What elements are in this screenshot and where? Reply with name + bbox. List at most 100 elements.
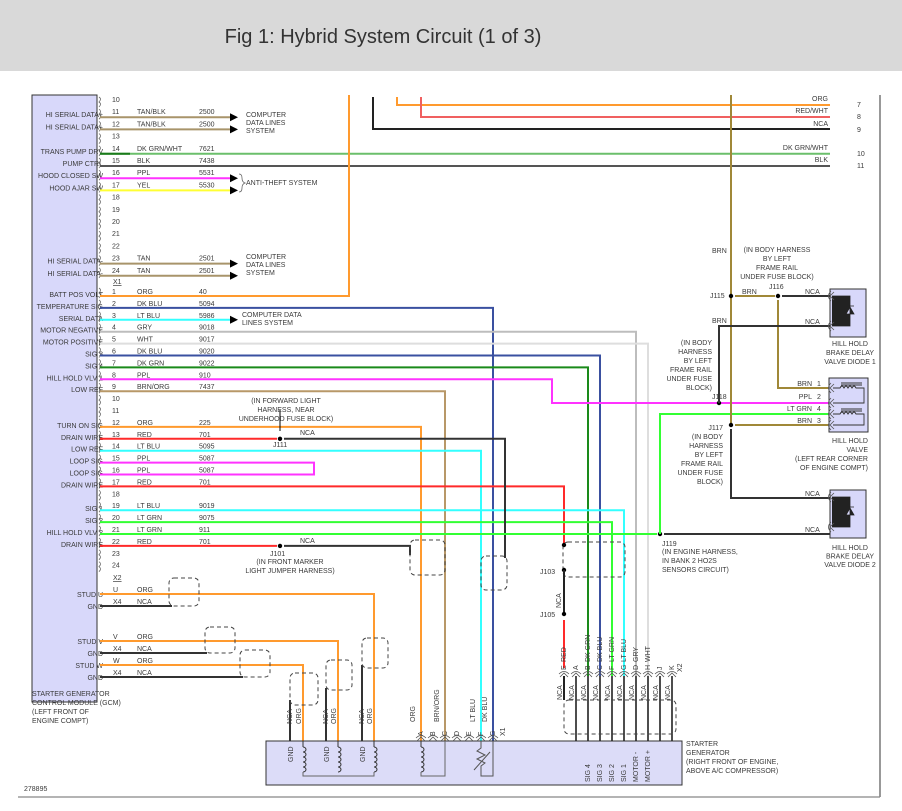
pin-letter: F [478, 732, 485, 736]
circuit-number: 5087 [199, 456, 215, 463]
wire-color-label: TAN [137, 256, 150, 263]
pin-label: SIG 2 [85, 518, 103, 525]
wire-color-label: RED [561, 647, 568, 662]
circuit-number: 9018 [199, 325, 215, 332]
pin-letter: K [669, 665, 676, 670]
pin-label: HOOD CLOSED SW [38, 173, 103, 180]
wire-color-label: ORG [137, 289, 153, 296]
pin-label: HI SERIAL DATA+ [46, 112, 103, 119]
circuit-number: 5094 [199, 301, 215, 308]
connector-label: X2 [677, 663, 684, 672]
pin-number: 18 [112, 491, 120, 498]
terminal-label: MOTOR + [645, 750, 652, 782]
shield-icon [239, 649, 271, 678]
component-label: HILL HOLD [832, 545, 868, 552]
wire [284, 544, 411, 555]
pin-number: 13 [112, 432, 120, 439]
wire-color-label: RED [137, 539, 152, 546]
wire-color-label: ORG [137, 658, 153, 665]
wire-color-label: ORG [410, 706, 417, 722]
splice-label: J118 [712, 394, 727, 401]
splice-note: SENSORS CIRCUIT) [662, 567, 729, 574]
wire-pin-19 [100, 509, 625, 676]
pin-number: 10 [112, 396, 120, 403]
pin-label: LOOP SIG [70, 459, 103, 466]
terminal-label: GND [324, 746, 331, 762]
splice-note: (IN BODY HARNESS [744, 247, 811, 254]
thermistor-icon [473, 741, 494, 777]
connector-terminal-icon [594, 671, 606, 678]
shield-icon [361, 637, 389, 669]
pin-number: 15 [112, 158, 120, 165]
pin-number: U [113, 587, 118, 594]
terminal-label: MOTOR - [633, 751, 640, 782]
wire-color-label: GRY [633, 647, 640, 662]
brace-icon [238, 173, 247, 193]
terminal-label: SIG 4 [585, 764, 592, 782]
pin-number: 21 [112, 231, 120, 238]
pin-label: SIG 1 [85, 506, 103, 513]
pin-number: 11 [112, 408, 119, 415]
connector-terminal-icon [98, 133, 101, 144]
arrow-icon [230, 186, 238, 195]
component-label: STARTER [686, 741, 718, 748]
splice-note: FRAME RAIL [670, 367, 712, 374]
pin-number: 24 [112, 563, 120, 570]
wire-color-label: NCA [557, 685, 564, 700]
circuit-number: 701 [199, 539, 211, 546]
pin-label: DRAIN WIRE [61, 435, 103, 442]
pin-label: STUD V [77, 639, 103, 646]
pin-number: 18 [112, 195, 120, 202]
wire-color-label: NCA [323, 709, 330, 724]
wire-color-label: BRN [797, 381, 812, 388]
pin-number: 23 [112, 551, 120, 558]
connector-terminal-icon [828, 408, 835, 420]
wire-color-label: DK BLU [597, 637, 604, 662]
wire-color-label: TAN/BLK [137, 121, 166, 128]
splice-note: BLOCK) [697, 479, 723, 486]
pin-number: 4 [817, 406, 821, 413]
wire-color-label: LT GRN [137, 527, 162, 534]
connector-terminal-icon [427, 735, 439, 742]
component-label: HILL HOLD [832, 438, 868, 445]
connector-terminal-icon [558, 671, 570, 678]
shield-icon [409, 539, 446, 576]
wire-color-label: ORG [296, 708, 303, 724]
pin-label: HILL HOLD VLV 1 [47, 375, 104, 382]
connector-terminal-icon [570, 671, 582, 678]
pin-label: TEMPERATURE SIG [37, 304, 103, 311]
splice-note: (IN BODY [681, 340, 712, 347]
pin-number: 12 [112, 420, 120, 427]
wire-color-label: LT GRN [609, 637, 616, 662]
splice-label: J111 [273, 442, 287, 449]
circuit-number: 5095 [199, 444, 215, 451]
circuit-number: 910 [199, 372, 211, 379]
wire-color-label: NCA [617, 685, 624, 700]
wire-color-label: NCA [137, 646, 152, 653]
pin-letter: B [585, 665, 592, 670]
hill-hold-valve [828, 377, 869, 433]
pin-label: SIG 3 [85, 352, 103, 359]
pin-label: SIG 4 [85, 363, 103, 370]
pin-letter: A [573, 665, 580, 670]
splice-label: J116 [769, 284, 784, 291]
wire-pin-12 [100, 425, 422, 741]
header-bar [0, 0, 902, 71]
wire [718, 325, 830, 403]
connector-terminal-icon [98, 561, 101, 572]
wire-color-label: RED/WHT [795, 108, 828, 115]
connector-terminal-icon [630, 671, 642, 678]
splice-label: J117 [708, 425, 723, 432]
gcm-module-label: ENGINE COMPT) [32, 718, 88, 725]
pin-number: X4 [113, 646, 122, 653]
wire-color-label: NCA [593, 685, 600, 700]
connector-terminal-icon [98, 206, 101, 218]
gcm-module-label: STARTER GENERATOR [32, 691, 110, 698]
pin-number: 6 [112, 349, 116, 356]
wire-color-label: BRN/ORG [434, 689, 441, 722]
connector-terminal-icon [439, 735, 451, 742]
splice-label: J115 [710, 293, 725, 300]
wire-color-label: DK BLU [137, 349, 162, 356]
connector-terminal-icon [98, 549, 101, 561]
wire-color-label: NCA [805, 491, 820, 498]
